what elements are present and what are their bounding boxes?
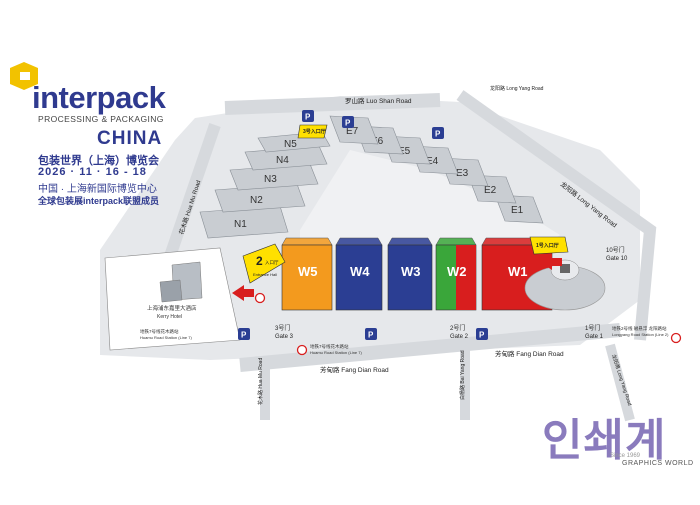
hall-label-w4: W4 (350, 264, 370, 279)
parking-markers: P P P P P P (238, 110, 488, 340)
metro-icon-east (670, 332, 682, 344)
gate3-en: Gate 3 (275, 334, 294, 340)
road-label-south-west: 花木路 Hua Mu Road (257, 358, 264, 405)
metro-center-en: Huamu Road Station (Line 7) (310, 350, 362, 355)
hall-label-n3: N3 (264, 174, 277, 185)
logo-tagline: PROCESSING & PACKAGING (38, 114, 164, 124)
gate2-cn: 2号门 (450, 324, 465, 332)
road-label-south-center: 白杨路 Bai Yang Road (459, 350, 466, 400)
road-label-east-top: 龙阳路 Long Yang Road (490, 85, 544, 92)
metro-east-en: Longyang Road Station (Line 2) (612, 332, 669, 337)
metro-icon-west (254, 292, 266, 304)
hall-label-n5: N5 (284, 139, 297, 150)
hall-label-w3: W3 (401, 264, 421, 279)
road-east-south (605, 343, 635, 422)
hall-w3-roof (387, 237, 433, 246)
watermark-since: Since 1969 (610, 453, 641, 459)
watermark-text: 인쇄계 (542, 416, 667, 465)
metro-center-cn: 地铁7号线花木路站 (310, 343, 349, 350)
hall-label-w1: W1 (508, 264, 528, 279)
parking-icon (302, 110, 314, 122)
hall-w5-roof (281, 237, 333, 246)
metro-icon-center (296, 344, 308, 356)
hall-w2-roof (435, 237, 477, 246)
hall-w3[interactable] (387, 244, 433, 311)
west-halls: W1 W2 W3 W4 W5 (281, 237, 553, 311)
entrance-hall-1[interactable] (529, 236, 569, 255)
logo-cn-title: 包装世界（上海）博览会 (38, 155, 159, 167)
logo-mark (10, 62, 38, 90)
gate10-en: Gate 10 (606, 256, 628, 262)
parking-label: P (479, 331, 485, 340)
logo-member: 全球包装展interpack联盟成员 (38, 196, 160, 206)
hall-label-w2: W2 (447, 264, 467, 279)
hall-w5[interactable] (281, 244, 333, 311)
hotel-name-en: Kerry Hotel (157, 314, 182, 320)
hall-w4[interactable] (335, 244, 383, 311)
entrance-hall-2[interactable] (242, 243, 286, 284)
logo-wordmark: interpack (32, 80, 166, 115)
logo-venue: 中国 · 上海新国际博览中心 (38, 184, 157, 195)
road-east (456, 90, 657, 341)
entrance-hall-3-label: 3号入口厅 (303, 128, 326, 135)
hall-label-n4: N4 (276, 155, 289, 166)
plaza-icon (560, 264, 570, 273)
parking-icon (238, 328, 250, 340)
parking-icon (365, 328, 377, 340)
hall-label-n1: N1 (234, 219, 247, 230)
metro-west-en: Huamu Road Station (Line 7) (140, 335, 192, 340)
hall-label-e2: E2 (484, 185, 497, 196)
road-south (239, 323, 621, 372)
gate2-en: Gate 2 (450, 334, 469, 340)
entrance-hall-1-label: 1号入口厅 (536, 242, 559, 249)
parking-label: P (241, 331, 247, 340)
hall-label-e7: E7 (346, 126, 359, 137)
hall-w2-shared-zone (456, 245, 476, 310)
hall-w4-roof (335, 237, 383, 246)
road-north (224, 93, 441, 115)
hall-label-e1: E1 (511, 205, 524, 216)
parking-icon (476, 328, 488, 340)
hall-label-e4: E4 (426, 156, 439, 167)
road-label-north: 罗山路 Luo Shan Road (345, 96, 412, 105)
metro-west-cn: 地铁7号线花木路站 (140, 328, 179, 335)
entrance-hall-3[interactable] (297, 124, 328, 139)
logo-region: CHINA (97, 128, 163, 149)
parking-label: P (305, 113, 311, 122)
entrance-hall-2-sub: Entrance Hall (253, 272, 277, 277)
gate1-en: Gate 1 (585, 334, 604, 340)
hall-label-e5: E5 (398, 146, 411, 157)
parking-label: P (368, 331, 374, 340)
hotel-name-cn: 上海浦东嘉里大酒店 (147, 304, 197, 312)
logo-dates: 2026 · 11 · 16 - 18 (38, 166, 147, 178)
gate10-cn: 10号门 (606, 246, 625, 254)
gate3-cn: 3号门 (275, 324, 290, 332)
east-halls: E1E2E3E4E5E6E7 (329, 115, 544, 224)
hall-label-e3: E3 (456, 168, 469, 179)
watermark-sub: GRAPHICS WORLD (622, 460, 694, 467)
arrow-west (232, 285, 254, 301)
entrance-hall-2-label: 入口厅 (265, 260, 279, 266)
arrow-east (540, 254, 562, 270)
gate1-cn: 1号门 (585, 324, 600, 332)
parking-icon (342, 116, 354, 128)
hall-label-w5: W5 (298, 264, 318, 279)
metro-east-cn: 地铁2号线 磁悬浮 龙阳路站 (612, 325, 667, 332)
parking-label: P (435, 130, 441, 139)
courtyard (300, 150, 560, 250)
entrance-hall-2-num: 2 (256, 254, 263, 268)
hotel-building-front (159, 279, 183, 303)
road-label-south-2: 芳甸路 Fang Dian Road (495, 349, 564, 358)
hall-label-n2: N2 (250, 195, 263, 206)
road-label-south-1: 芳甸路 Fang Dian Road (320, 365, 389, 374)
parking-label: P (345, 119, 351, 128)
parking-icon (432, 127, 444, 139)
